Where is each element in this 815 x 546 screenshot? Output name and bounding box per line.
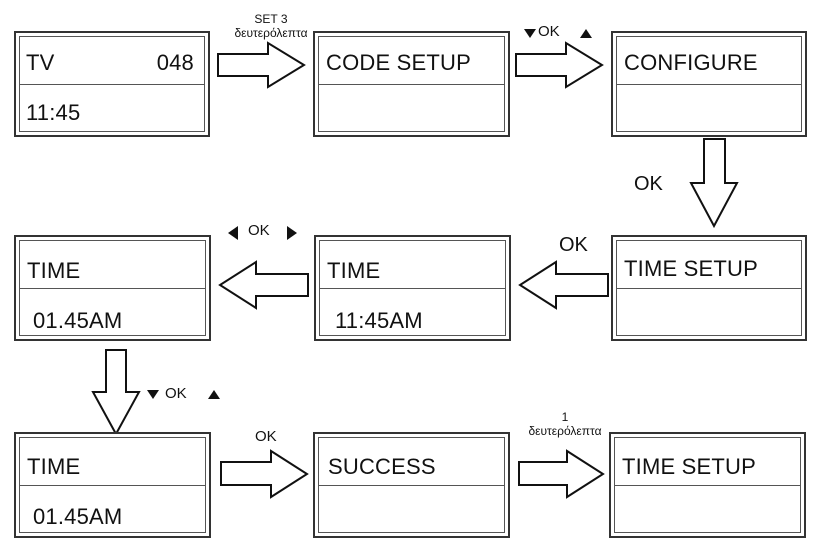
- transition-ok: OK: [559, 234, 588, 256]
- transition-line2: δευτερόλεπτα: [234, 26, 308, 40]
- lcd-screen-time-01-45: TIME 01.45AM: [14, 235, 211, 341]
- up-triangle-icon: [580, 29, 592, 38]
- lcd-screen-tv: TV 048 11:45: [14, 31, 210, 137]
- screen-label: SUCCESS: [328, 454, 436, 479]
- lcd-screen-configure: CONFIGURE: [611, 31, 807, 137]
- transition-line2: δευτερόλεπτα: [528, 424, 602, 438]
- left-triangle-icon: [228, 226, 238, 240]
- transition-ok: OK: [634, 173, 663, 195]
- lcd-screen-time-11-45: TIME 11:45AM: [314, 235, 511, 341]
- transition-ok: OK: [255, 428, 277, 445]
- arrow-right-2: [515, 41, 604, 89]
- screen-label: CODE SETUP: [326, 50, 472, 75]
- arrow-left-1: [518, 260, 609, 310]
- lcd-screen-time-confirm: TIME 01.45AM: [14, 432, 211, 538]
- transition-ok: OK: [165, 385, 187, 402]
- screen-line2: 11:45AM: [335, 308, 423, 333]
- arrow-down-1: [689, 138, 739, 229]
- screen-label: TIME SETUP: [624, 256, 759, 281]
- transition-ok: OK: [248, 222, 270, 239]
- screen-label: TV: [26, 50, 55, 75]
- screen-line2: 01.45AM: [33, 308, 123, 333]
- screen-line2: 11:45: [26, 100, 81, 125]
- screen-label: TIME: [27, 258, 81, 283]
- arrow-right-4: [518, 449, 605, 499]
- down-triangle-icon: [147, 390, 159, 399]
- down-triangle-icon: [524, 29, 536, 38]
- screen-label: TIME: [27, 454, 81, 479]
- screen-label: TIME SETUP: [622, 454, 757, 479]
- arrow-down-2: [91, 349, 141, 437]
- screen-value: 048: [156, 50, 194, 75]
- transition-set-3-seconds: SET 3 δευτερόλεπτα: [231, 12, 311, 40]
- transition-1-second: 1 δευτερόλεπτα: [517, 410, 613, 438]
- arrow-right-3: [220, 449, 309, 499]
- arrow-right-1: [217, 41, 306, 89]
- right-triangle-icon: [287, 226, 297, 240]
- transition-ok: OK: [538, 23, 560, 40]
- lcd-screen-code-setup: CODE SETUP: [313, 31, 510, 137]
- lcd-screen-time-setup-final: TIME SETUP: [609, 432, 806, 538]
- screen-line2: 01.45AM: [33, 504, 123, 529]
- arrow-left-2: [218, 260, 309, 310]
- lcd-screen-time-setup: TIME SETUP: [611, 235, 807, 341]
- transition-line1: SET 3: [254, 12, 288, 26]
- transition-line1: 1: [561, 410, 569, 424]
- screen-label: CONFIGURE: [624, 50, 758, 75]
- screen-label: TIME: [327, 258, 381, 283]
- lcd-screen-success: SUCCESS: [313, 432, 510, 538]
- up-triangle-icon: [208, 390, 220, 399]
